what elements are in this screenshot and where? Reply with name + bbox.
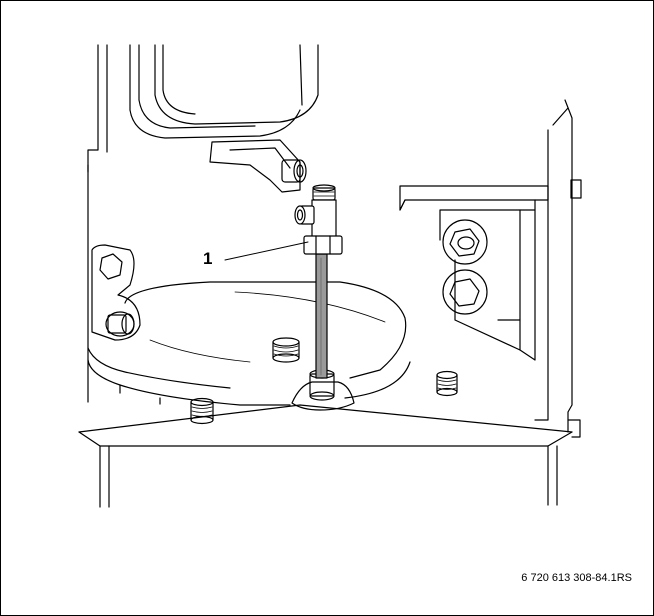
socket-center (272, 337, 300, 363)
right-fittings (442, 219, 488, 315)
left-bracket (91, 244, 141, 341)
right-frame-panel (399, 99, 582, 438)
sensor-rod (315, 253, 328, 379)
rod-collar (291, 369, 355, 411)
base-plate (78, 404, 573, 508)
reference-code: 6 720 613 308-84.1RS (521, 572, 632, 584)
upper-housing (154, 44, 319, 125)
tank-top (87, 281, 411, 406)
upper-bracket (209, 139, 307, 193)
t-fitting (294, 184, 343, 255)
callout-label: 1 (203, 249, 213, 268)
callout-leader-line (224, 241, 309, 261)
socket-right (436, 370, 458, 397)
left-frame-panel (87, 44, 301, 403)
threaded-sockets (190, 337, 458, 425)
socket-left (190, 397, 214, 425)
